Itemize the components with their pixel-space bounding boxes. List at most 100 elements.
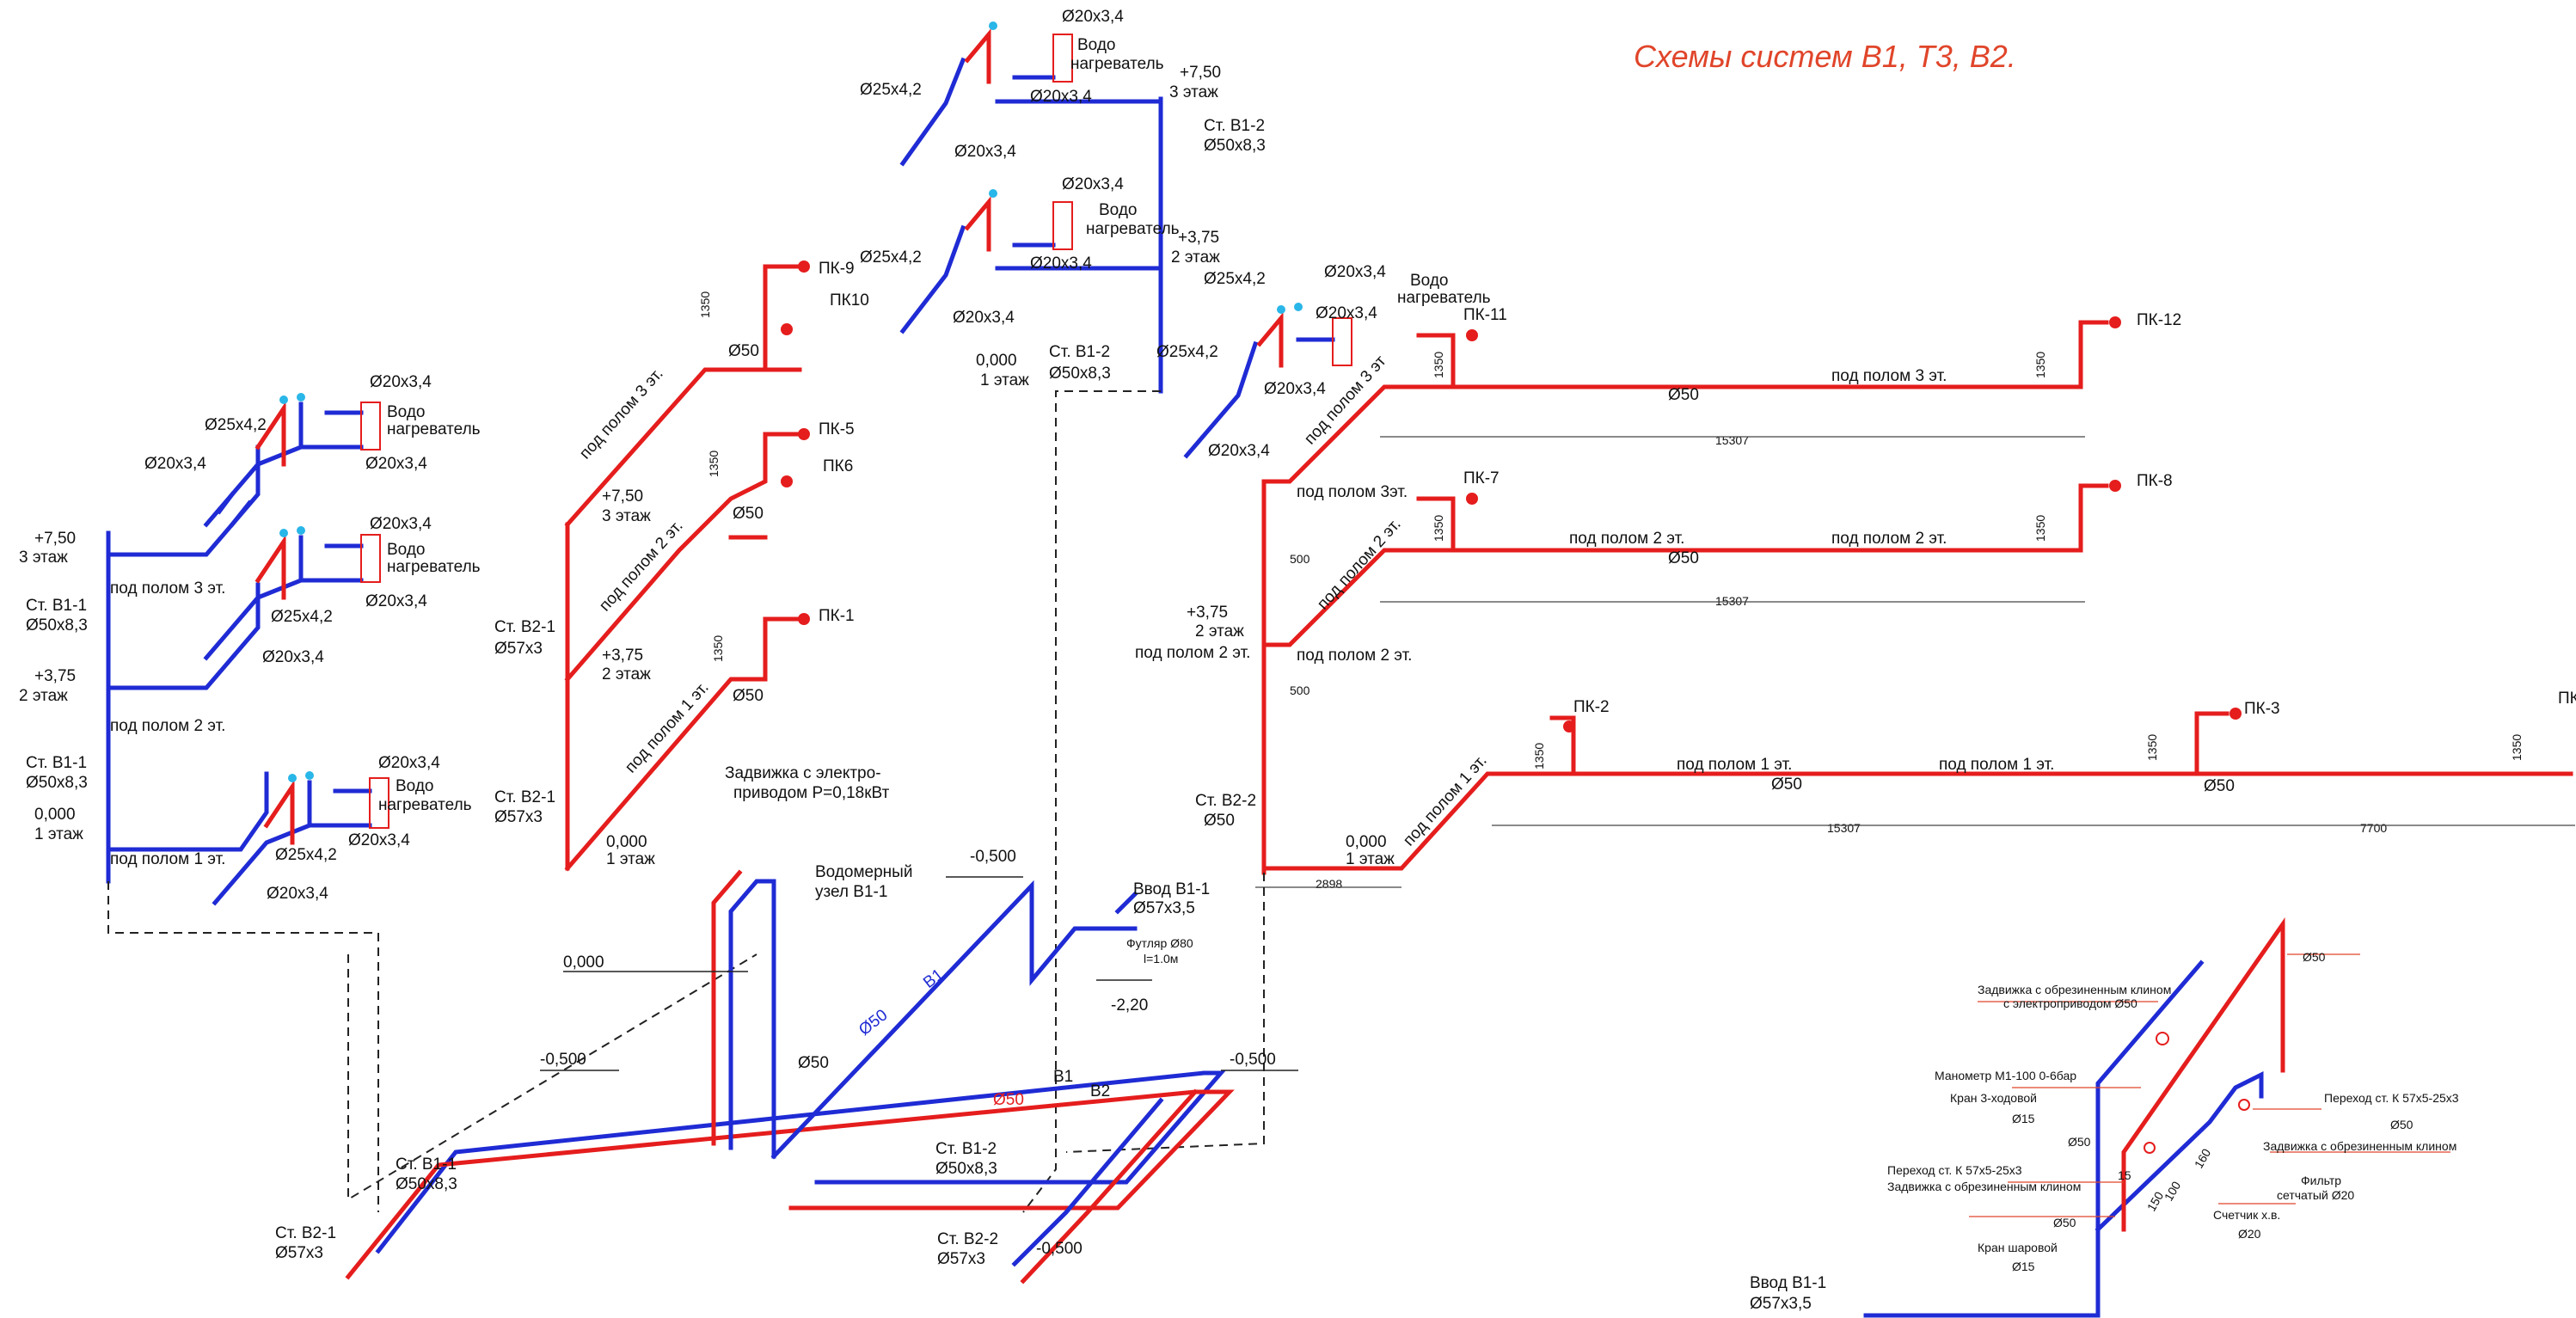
heater-top-2a: Водо bbox=[1099, 201, 1137, 219]
under-floor-2-diag: под полом 2 эт. bbox=[1314, 515, 1405, 613]
left-labels: +7,50 3 этаж под полом 3 эт. Ст. В1-1 Ø5… bbox=[19, 373, 481, 903]
d-valve-electric-2: с электроприводом Ø50 bbox=[2003, 996, 2137, 1010]
d-d50-right: Ø50 bbox=[2390, 1118, 2413, 1131]
diam-left-1: Ø20x3,4 bbox=[144, 455, 206, 473]
floor-2-right: 2 этаж bbox=[1195, 622, 1244, 641]
dim-1350-h: 1350 bbox=[1532, 743, 1546, 769]
diam-left-7: Ø25x4,2 bbox=[271, 608, 333, 626]
d50-floor2: Ø50 bbox=[1668, 549, 1699, 567]
heater-left-2b: нагреватель bbox=[387, 558, 481, 576]
diam-left-8: Ø20x3,4 bbox=[262, 648, 324, 666]
b12-label-bottom: Ст. В1-2 bbox=[935, 1140, 997, 1158]
diam-left-10: Ø25x4,2 bbox=[275, 846, 337, 864]
pk7-label: ПК-7 bbox=[1463, 469, 1500, 487]
under-floor-3-right: под полом 3 эт. bbox=[1831, 367, 1947, 385]
under-floor-2-b21: под полом 2 эт. bbox=[596, 517, 687, 615]
b21-d50-c: Ø50 bbox=[733, 687, 764, 705]
dim-15307-c: 15307 bbox=[1827, 821, 1861, 835]
pk10-label: ПК10 bbox=[830, 291, 869, 310]
dim-15307-a: 15307 bbox=[1715, 433, 1749, 447]
dim-15307-b: 15307 bbox=[1715, 594, 1749, 608]
diam-left-3: Ø20x3,4 bbox=[370, 373, 432, 391]
pk12-label: ПК-12 bbox=[2137, 311, 2181, 329]
diam-left-11: Ø20x3,4 bbox=[348, 831, 410, 849]
b22-diam: Ø50 bbox=[1204, 812, 1235, 830]
d-inlet-diam: Ø57x3,5 bbox=[1750, 1295, 1812, 1313]
elev-0500-b: -0,500 bbox=[540, 1051, 586, 1069]
diam-right-3: Ø25x4,2 bbox=[1204, 270, 1266, 288]
d50-basement-b: Ø50 bbox=[993, 1091, 1024, 1109]
under-floor-3-b21: под полом 3 эт. bbox=[576, 365, 667, 463]
elev-0500-c: -0,500 bbox=[1230, 1051, 1276, 1069]
elev-000-mid: 0,000 bbox=[606, 833, 647, 851]
diam-right-5: Ø20x3,4 bbox=[1264, 380, 1326, 398]
meter-node-1: Водомерный bbox=[815, 863, 912, 881]
b21-riser-diam-a: Ø57x3 bbox=[494, 640, 543, 658]
dim-1350-c: 1350 bbox=[711, 635, 725, 662]
heater-left-3a: Водо bbox=[387, 403, 425, 421]
riser-b11-diam-b: Ø50x8,3 bbox=[26, 774, 88, 792]
diam-left-5: Ø20x3,4 bbox=[370, 515, 432, 533]
b11-label-bottom: Ст. В1-1 bbox=[396, 1156, 457, 1174]
elev-750-mid: +7,50 bbox=[602, 487, 643, 506]
diam-right-6: Ø20x3,4 bbox=[1208, 442, 1270, 460]
b21-riser-label-a: Ст. В2-1 bbox=[494, 618, 555, 636]
diam-right-4: Ø25x4,2 bbox=[1156, 343, 1218, 361]
heater-top-1a: Водо bbox=[1077, 36, 1115, 54]
elev-375-top: +3,75 bbox=[1178, 229, 1219, 247]
dim-1350-a: 1350 bbox=[698, 291, 712, 318]
d-counter-d20: Ø20 bbox=[2238, 1227, 2261, 1241]
diam-right-1: Ø20x3,4 bbox=[1324, 263, 1386, 281]
b21-d50-b: Ø50 bbox=[733, 505, 764, 523]
d-filter-1: Фильтр bbox=[2301, 1174, 2341, 1187]
diam-left-6: Ø20x3,4 bbox=[365, 592, 427, 610]
dim-500-b: 500 bbox=[1290, 684, 1310, 697]
riser-b2-2-hot bbox=[1183, 303, 2573, 875]
diam-left-12: Ø20x3,4 bbox=[267, 885, 328, 903]
under-floor-1-right-a: под полом 1 эт. bbox=[1677, 756, 1792, 774]
under-floor-1-right-b: под полом 1 эт. bbox=[1939, 756, 2054, 774]
b12-label-mid: Ст. В1-2 bbox=[1049, 343, 1110, 361]
heater-top-1b: нагреватель bbox=[1070, 55, 1164, 73]
elev-375-left: +3,75 bbox=[34, 667, 76, 685]
diam-left-4: Ø20x3,4 bbox=[365, 455, 427, 473]
diam-top-6: Ø25x4,2 bbox=[860, 248, 922, 267]
floor-2-mid: 2 этаж bbox=[602, 665, 651, 684]
diam-top-5: Ø20x3,4 bbox=[1062, 175, 1124, 193]
d-counter: Счетчик х.в. bbox=[2213, 1208, 2280, 1222]
elev-0500-d: -0,500 bbox=[1036, 1240, 1083, 1258]
basement-labels: Задвижка с электро- приводом Р=0,18кВт В… bbox=[275, 764, 1298, 1268]
d-tap3-d15: Ø15 bbox=[2012, 1112, 2035, 1125]
b11-dashed-down bbox=[107, 881, 379, 1212]
dim-7700: 7700 bbox=[2360, 821, 2387, 835]
d-n160: 160 bbox=[2192, 1146, 2214, 1170]
d-filter-2: сетчатый Ø20 bbox=[2277, 1188, 2354, 1202]
pk9-label: ПК-9 bbox=[819, 260, 855, 278]
pipe-b1-label: В1 bbox=[1053, 1068, 1073, 1086]
d-gate-right: Задвижка с обрезиненным клином bbox=[2263, 1139, 2456, 1153]
dim-1350-f: 1350 bbox=[1432, 515, 1445, 542]
pk5-label: ПК-5 bbox=[819, 420, 855, 438]
under-floor-2-right-a: под полом 2 эт. bbox=[1569, 530, 1684, 548]
riser-b1-2-cold bbox=[899, 21, 1163, 394]
pk2-label: ПК-2 bbox=[1573, 698, 1610, 716]
drawing-title: Схемы систем В1, Т3, В2. bbox=[1634, 39, 2016, 74]
d-ball-d15: Ø15 bbox=[2012, 1260, 2035, 1273]
inlet-label: Ввод В1-1 bbox=[1133, 880, 1210, 898]
riser-b1-1-cold bbox=[106, 444, 269, 884]
floor-1-left: 1 этаж bbox=[34, 825, 83, 843]
b22-label-bottom: Ст. В2-2 bbox=[937, 1230, 998, 1248]
dim-1350-d: 1350 bbox=[1432, 352, 1445, 378]
riser-b11-label-b: Ст. В1-1 bbox=[26, 754, 87, 772]
dim-2898: 2898 bbox=[1316, 877, 1342, 891]
d-ball: Кран шаровой bbox=[1978, 1241, 2058, 1254]
valve-electric-1: Задвижка с электро- bbox=[725, 764, 881, 782]
elev-0500-a: -0,500 bbox=[970, 848, 1016, 866]
heater-right-b: нагреватель bbox=[1397, 289, 1491, 307]
d-n15: 15 bbox=[2118, 1168, 2131, 1182]
b22-label: Ст. В2-2 bbox=[1195, 792, 1256, 810]
dim-500-a: 500 bbox=[1290, 552, 1310, 566]
meter-node-2: узел В1-1 bbox=[815, 883, 887, 901]
d-n100: 100 bbox=[2162, 1179, 2184, 1203]
